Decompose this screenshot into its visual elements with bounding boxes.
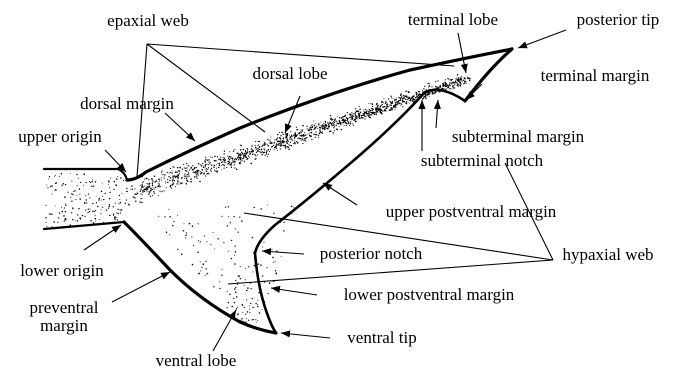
dorsal-margin-arrow [165, 113, 195, 141]
dorsal-lobe-arrow [285, 96, 300, 133]
posterior-notch-arrow [262, 251, 304, 254]
label-hypaxial-web: hypaxial web [562, 245, 653, 264]
lower-postventral-margin-arrow [271, 288, 317, 295]
ventral-tip-arrow [281, 333, 330, 338]
label-terminal-lobe: terminal lobe [408, 10, 498, 29]
label-dorsal-margin: dorsal margin [80, 94, 174, 113]
epaxial-web-leader-2 [147, 44, 265, 132]
label-lower-postventral-margin: lower postventral margin [344, 285, 515, 304]
label-ventral-lobe: ventral lobe [156, 351, 237, 370]
labels: epaxial web terminal lobe posterior tip … [18, 10, 659, 370]
upper-postventral-margin-arrow [323, 183, 357, 205]
label-upper-postventral-margin: upper postventral margin [386, 202, 557, 221]
label-subterminal-notch: subterminal notch [421, 151, 544, 170]
label-dorsal-lobe: dorsal lobe [252, 64, 327, 83]
label-preventral-margin: margin [40, 316, 88, 335]
posterior-tip-arrow [518, 30, 566, 48]
lower-origin-arrow [84, 225, 121, 250]
label-subterminal-margin: subterminal margin [452, 127, 585, 146]
terminal-lobe-arrow [458, 33, 466, 73]
caudal-peduncle-upper-edge [44, 169, 127, 180]
hypaxial-web-leader-3 [228, 260, 553, 284]
lower-postventral-margin-line [255, 253, 276, 333]
subterminal-margin-line [424, 90, 465, 101]
label-upper-origin: upper origin [18, 127, 102, 146]
label-epaxial-web: epaxial web [107, 11, 189, 30]
ventral-lobe-arrow [213, 310, 236, 351]
label-posterior-notch: posterior notch [320, 244, 423, 263]
preventral-margin-arrow [112, 272, 170, 302]
label-posterior-tip: posterior tip [577, 10, 660, 29]
label-terminal-margin: terminal margin [541, 66, 650, 85]
terminal-margin-arrow [466, 84, 482, 100]
label-lower-origin: lower origin [20, 261, 104, 280]
epaxial-web-leader-3 [147, 44, 454, 66]
preventral-margin-line [124, 222, 240, 322]
label-preventral: preventral [30, 298, 99, 317]
caudal-peduncle-lower-edge [44, 222, 124, 229]
upper-postventral-margin-line [255, 93, 424, 253]
label-ventral-tip: ventral tip [347, 328, 416, 347]
subterminal-margin-arrow [436, 100, 438, 128]
